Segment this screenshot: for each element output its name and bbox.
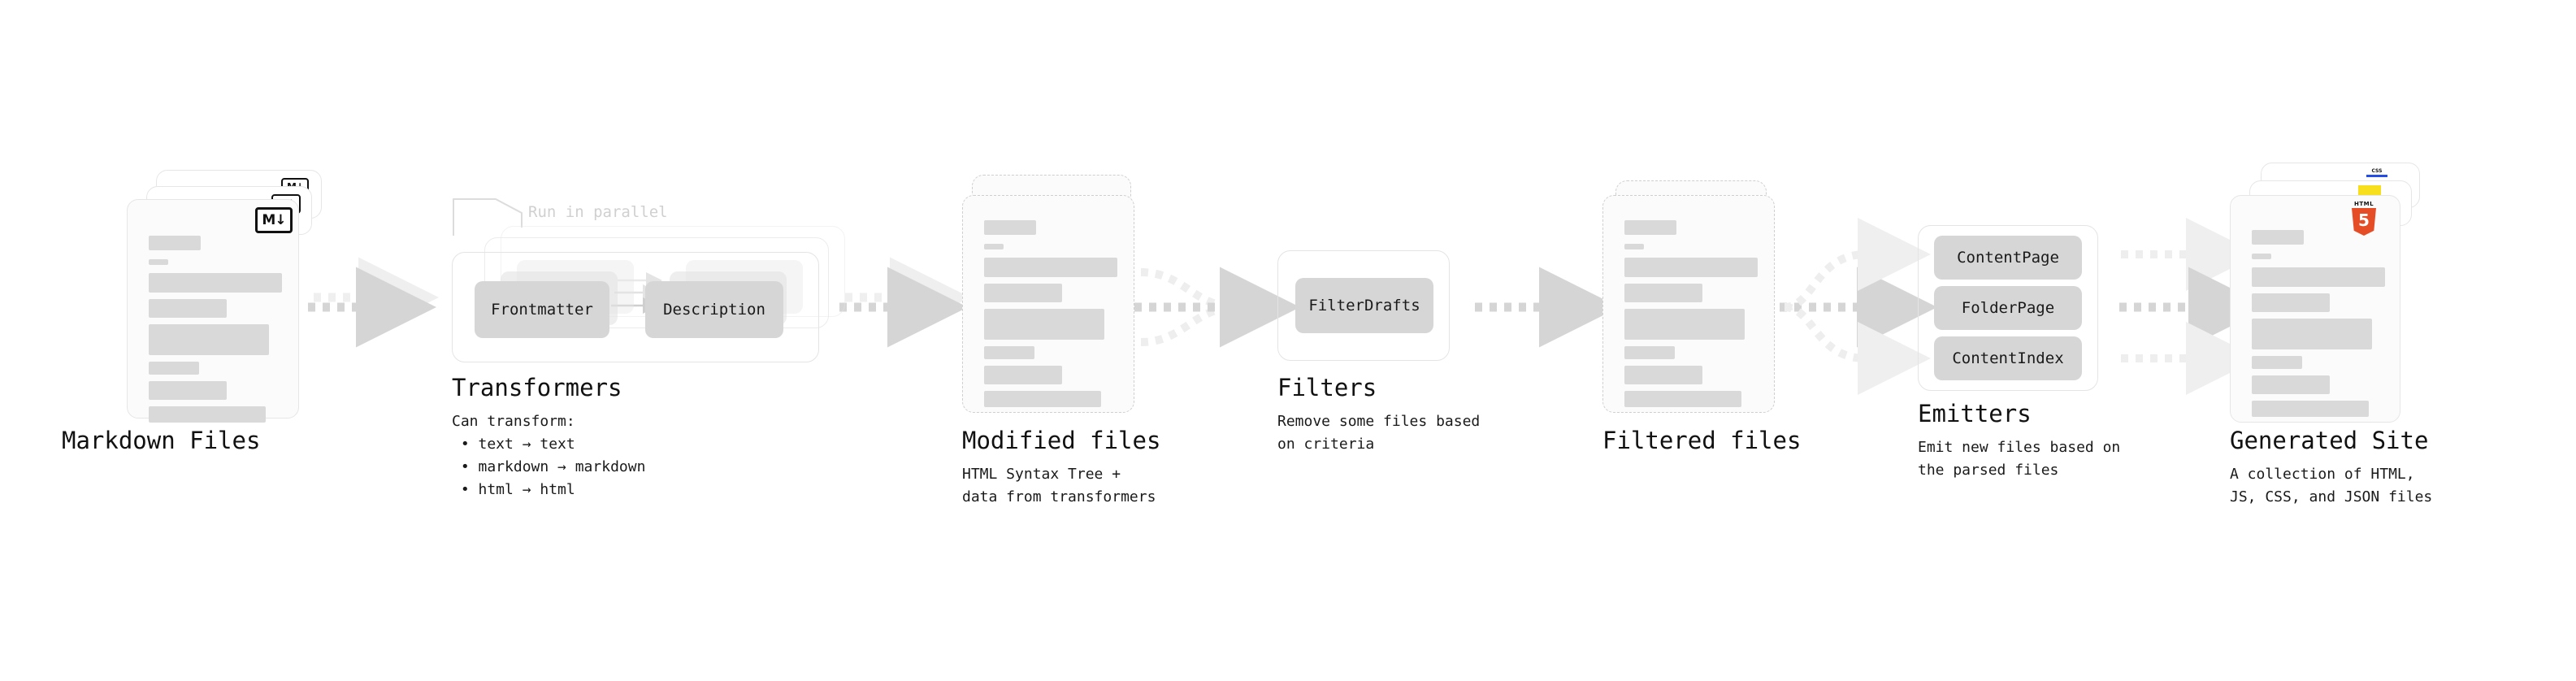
- css-icon: CSS: [2366, 169, 2387, 177]
- pill-filterdrafts[interactable]: FilterDrafts: [1295, 278, 1433, 333]
- site-card-front[interactable]: [2230, 195, 2400, 423]
- content-bar: [149, 324, 269, 355]
- content-bar: [1624, 309, 1745, 340]
- content-bar: [149, 299, 227, 318]
- run-in-parallel-note: Run in parallel: [528, 203, 668, 221]
- content-bar: [149, 273, 282, 293]
- content-bar: [2252, 254, 2271, 259]
- markdown-card-front[interactable]: [127, 199, 299, 423]
- content-bar: [1624, 220, 1676, 235]
- content-bar: [984, 391, 1101, 407]
- arrow-modified-to-filters: [1134, 267, 1300, 348]
- filters-title: Filters: [1277, 374, 1377, 401]
- pill-folderpage[interactable]: FolderPage: [1934, 286, 2082, 330]
- content-bar: [2252, 230, 2304, 245]
- pill-frontmatter[interactable]: Frontmatter: [475, 281, 609, 338]
- content-bar: [984, 244, 1004, 249]
- filters-group[interactable]: [1277, 250, 1450, 361]
- arrow-transformers-to-modified: [839, 257, 970, 348]
- content-bar: [1624, 391, 1741, 407]
- arrow-emitters-to-site: [2119, 218, 2269, 395]
- content-bar: [2252, 401, 2369, 417]
- content-bar: [149, 362, 199, 375]
- emitters-group[interactable]: [1918, 225, 2098, 391]
- content-bar: [984, 346, 1034, 359]
- modified-files-description: HTML Syntax Tree + data from transformer…: [962, 466, 1156, 505]
- content-bar: [984, 284, 1062, 302]
- transformers-title: Transformers: [452, 374, 622, 401]
- content-bar: [1624, 244, 1644, 249]
- filtered-files-title: Filtered files: [1602, 427, 1802, 454]
- generated-site-title: Generated Site: [2230, 427, 2429, 454]
- arrow-filtered-to-emitters: [1780, 218, 1937, 395]
- content-bar: [149, 381, 227, 400]
- content-bar: [2252, 293, 2330, 312]
- content-bar: [2252, 356, 2302, 369]
- content-bar: [984, 309, 1104, 340]
- pill-contentindex[interactable]: ContentIndex: [1934, 336, 2082, 380]
- content-bar: [149, 236, 201, 250]
- markdown-badge-front: M↓: [255, 207, 293, 233]
- content-bar: [149, 259, 168, 265]
- content-bar: [984, 258, 1117, 277]
- content-bar: [1624, 346, 1675, 359]
- content-bar: [1624, 258, 1758, 277]
- modified-files-title: Modified files: [962, 427, 1161, 454]
- html5-icon: HTML: [2352, 202, 2376, 236]
- pill-contentpage[interactable]: ContentPage: [1934, 236, 2082, 280]
- filtered-card-front[interactable]: [1602, 195, 1775, 413]
- transformers-group-front[interactable]: [452, 252, 819, 362]
- content-bar: [1624, 284, 1702, 302]
- content-bar: [149, 406, 266, 423]
- pill-description[interactable]: Description: [645, 281, 783, 338]
- content-bar: [2252, 375, 2330, 394]
- arrow-markdown-to-transformers: [308, 257, 439, 348]
- content-bar: [2252, 319, 2372, 349]
- content-bar: [1624, 366, 1702, 384]
- filters-description: Remove some files based on criteria: [1277, 413, 1481, 453]
- modified-card-front[interactable]: [962, 195, 1134, 413]
- emitters-title: Emitters: [1918, 400, 2032, 427]
- generated-site-description: A collection of HTML, JS, CSS, and JSON …: [2230, 466, 2433, 505]
- emitters-description: Emit new files based on the parsed files: [1918, 439, 2121, 479]
- transformers-description: Can transform: • text → text • markdown …: [452, 413, 646, 498]
- content-bar: [984, 220, 1036, 235]
- markdown-files-title: Markdown Files: [62, 427, 261, 454]
- content-bar: [2252, 267, 2385, 287]
- content-bar: [984, 366, 1062, 384]
